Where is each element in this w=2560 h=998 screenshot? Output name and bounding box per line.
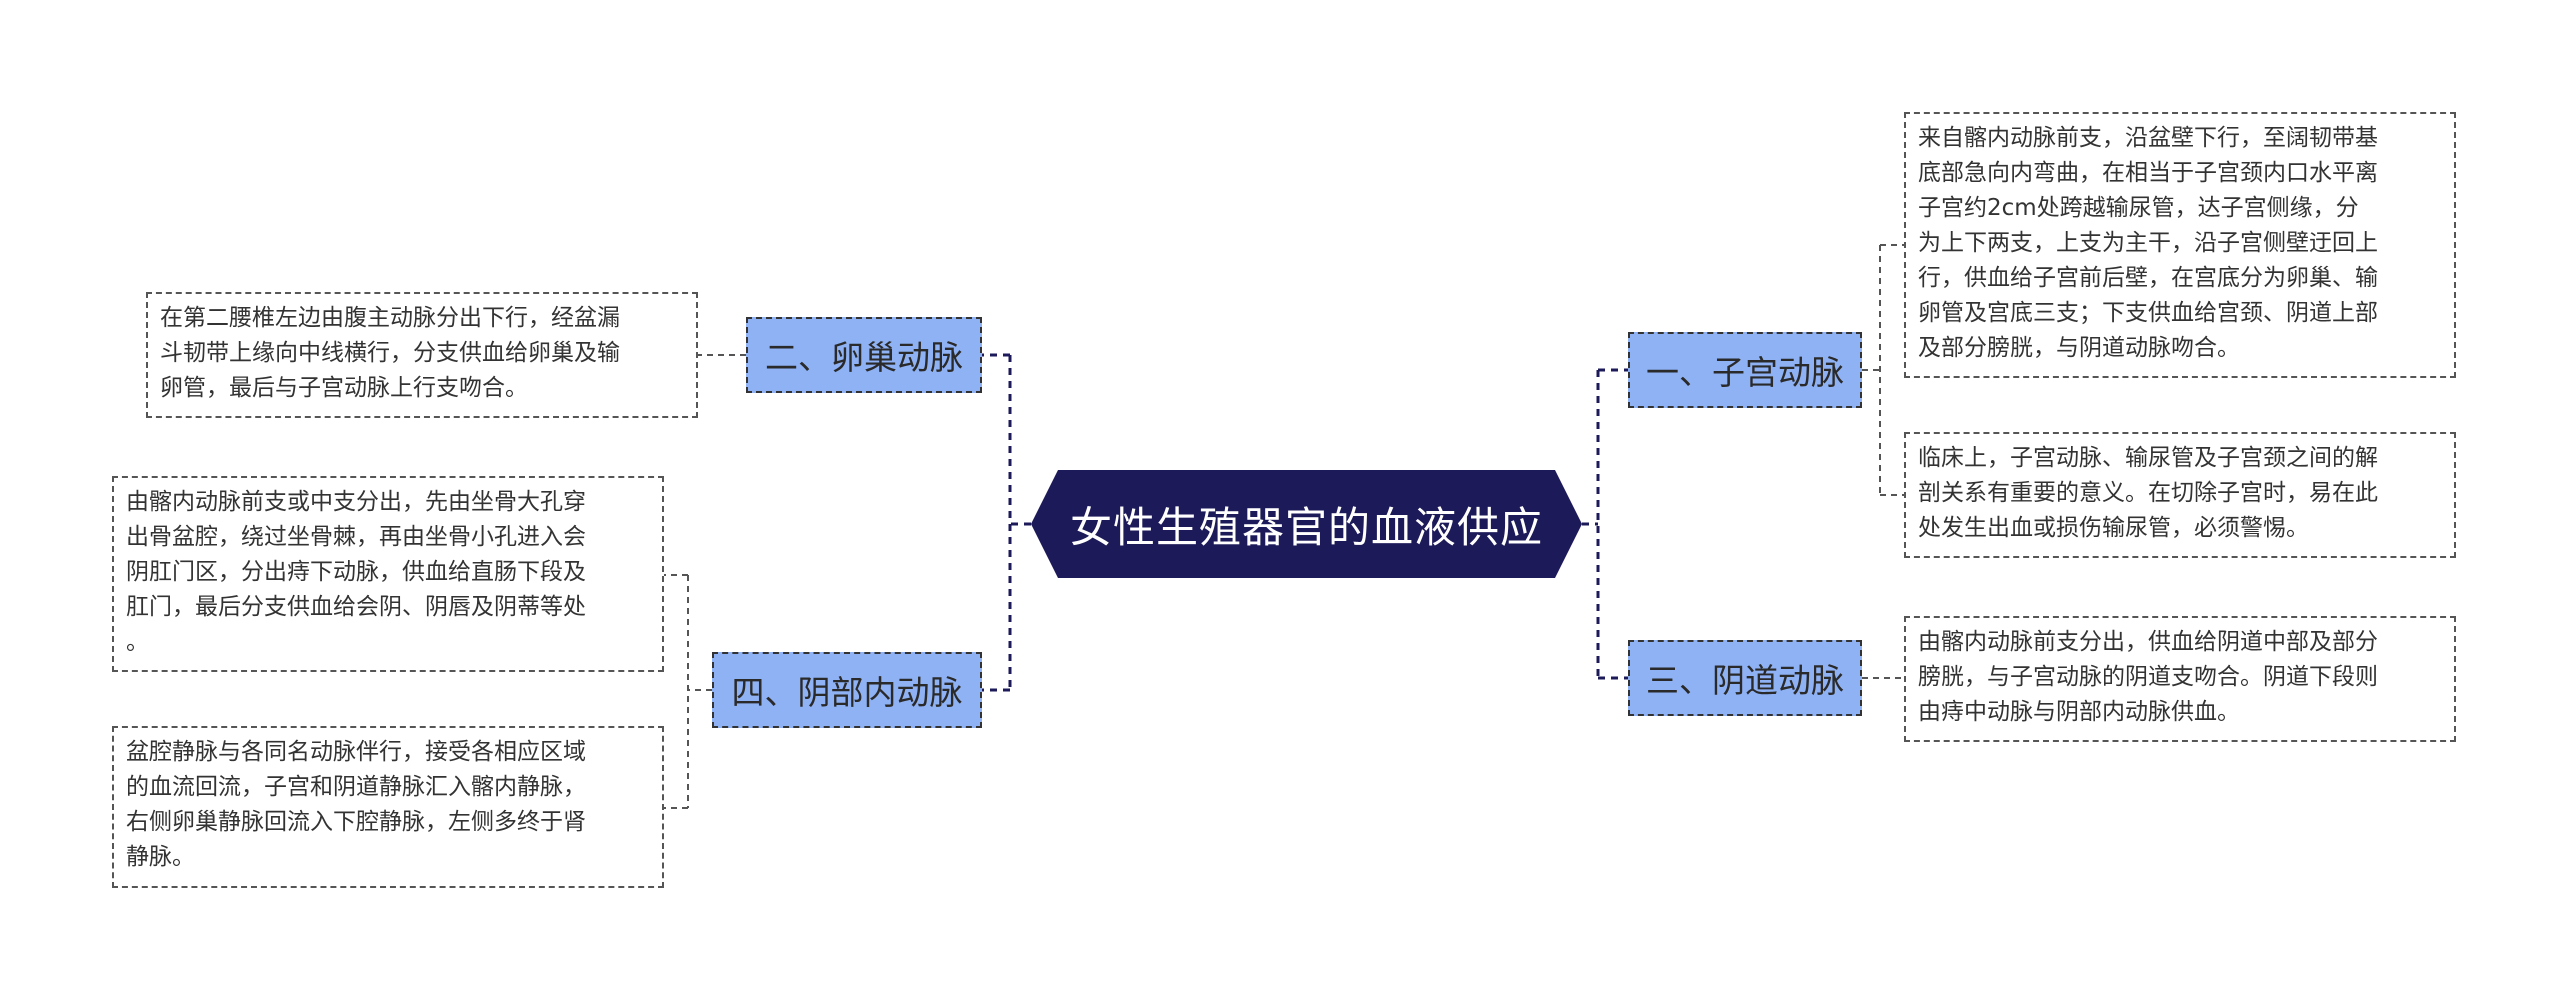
text-line: 卵管，最后与子宫动脉上行支吻合。 (160, 375, 528, 401)
text-line: 的血流回流，子宫和阴道静脉汇入髂内静脉， (126, 774, 586, 800)
text-line: 右侧卵巢静脉回流入下腔静脉，左侧多终于肾 (126, 809, 586, 835)
text-line: 膀胱，与子宫动脉的阴道支吻合。阴道下段则 (1918, 664, 2378, 690)
center-topic: 女性生殖器官的血液供应 (1069, 502, 1543, 552)
detail-internal-pudendal-artery: 由髂内动脉前支或中支分出，先由坐骨大孔穿 出骨盆腔，绕过坐骨棘，再由坐骨小孔进入… (112, 476, 664, 672)
text-line: 底部急向内弯曲，在相当于子宫颈内口水平离 (1918, 160, 2378, 186)
center-node-shape (1031, 470, 1582, 578)
text-line: 阴肛门区，分出痔下动脉，供血给直肠下段及 (126, 559, 586, 585)
text-line: 斗韧带上缘向中线横行，分支供血给卵巢及输 (160, 340, 620, 366)
branch-ovarian-artery: 二、卵巢动脉 (746, 317, 982, 393)
text-line: 静脉。 (126, 844, 195, 870)
detail-uterine-artery-course: 来自髂内动脉前支，沿盆壁下行，至阔韧带基 底部急向内弯曲，在相当于子宫颈内口水平… (1904, 112, 2456, 378)
text-line: 来自髂内动脉前支，沿盆壁下行，至阔韧带基 (1918, 125, 2378, 151)
text-line: 卵管及宫底三支；下支供血给宫颈、阴道上部 (1918, 300, 2378, 326)
branch-uterine-artery: 一、子宫动脉 (1628, 332, 1862, 408)
text-line: 由痔中动脉与阴部内动脉供血。 (1918, 699, 2240, 725)
text-line: 肛门，最后分支供血给会阴、阴唇及阴蒂等处 (126, 594, 586, 620)
branch-internal-pudendal-artery: 四、阴部内动脉 (712, 652, 982, 728)
text-line: 出骨盆腔，绕过坐骨棘，再由坐骨小孔进入会 (126, 524, 586, 550)
text-line: 临床上，子宫动脉、输尿管及子宫颈之间的解 (1918, 445, 2378, 471)
text-line: 为上下两支，上支为主干，沿子宫侧壁迂回上 (1918, 230, 2378, 256)
detail-ovarian-artery: 在第二腰椎左边由腹主动脉分出下行，经盆漏 斗韧带上缘向中线横行，分支供血给卵巢及… (146, 292, 698, 418)
text-line: 。 (126, 629, 149, 655)
connector-pudendal-trunk (687, 575, 712, 808)
connector-uterine-trunk (1862, 245, 1881, 495)
text-line: 子宫约2cm处跨越输尿管，达子宫侧缘，分 (1918, 195, 2359, 221)
text-line: 及部分膀胱，与阴道动脉吻合。 (1918, 335, 2240, 361)
text-line: 在第二腰椎左边由腹主动脉分出下行，经盆漏 (160, 305, 620, 331)
detail-uterine-artery-clinical: 临床上，子宫动脉、输尿管及子宫颈之间的解 剖关系有重要的意义。在切除子宫时，易在… (1904, 432, 2456, 558)
text-line: 剖关系有重要的意义。在切除子宫时，易在此 (1918, 480, 2378, 506)
text-line: 由髂内动脉前支或中支分出，先由坐骨大孔穿 (126, 489, 586, 515)
text-line: 由髂内动脉前支分出，供血给阴道中部及部分 (1918, 629, 2378, 655)
detail-vaginal-artery: 由髂内动脉前支分出，供血给阴道中部及部分 膀胱，与子宫动脉的阴道支吻合。阴道下段… (1904, 616, 2456, 742)
text-line: 行，供血给子宫前后壁，在宫底分为卵巢、输 (1918, 265, 2378, 291)
text-line: 处发生出血或损伤输尿管，必须警惕。 (1918, 515, 2309, 541)
text-line: 盆腔静脉与各同名动脉伴行，接受各相应区域 (126, 739, 586, 765)
branch-vaginal-artery: 三、阴道动脉 (1628, 640, 1862, 716)
detail-pelvic-veins: 盆腔静脉与各同名动脉伴行，接受各相应区域 的血流回流，子宫和阴道静脉汇入髂内静脉… (112, 726, 664, 888)
